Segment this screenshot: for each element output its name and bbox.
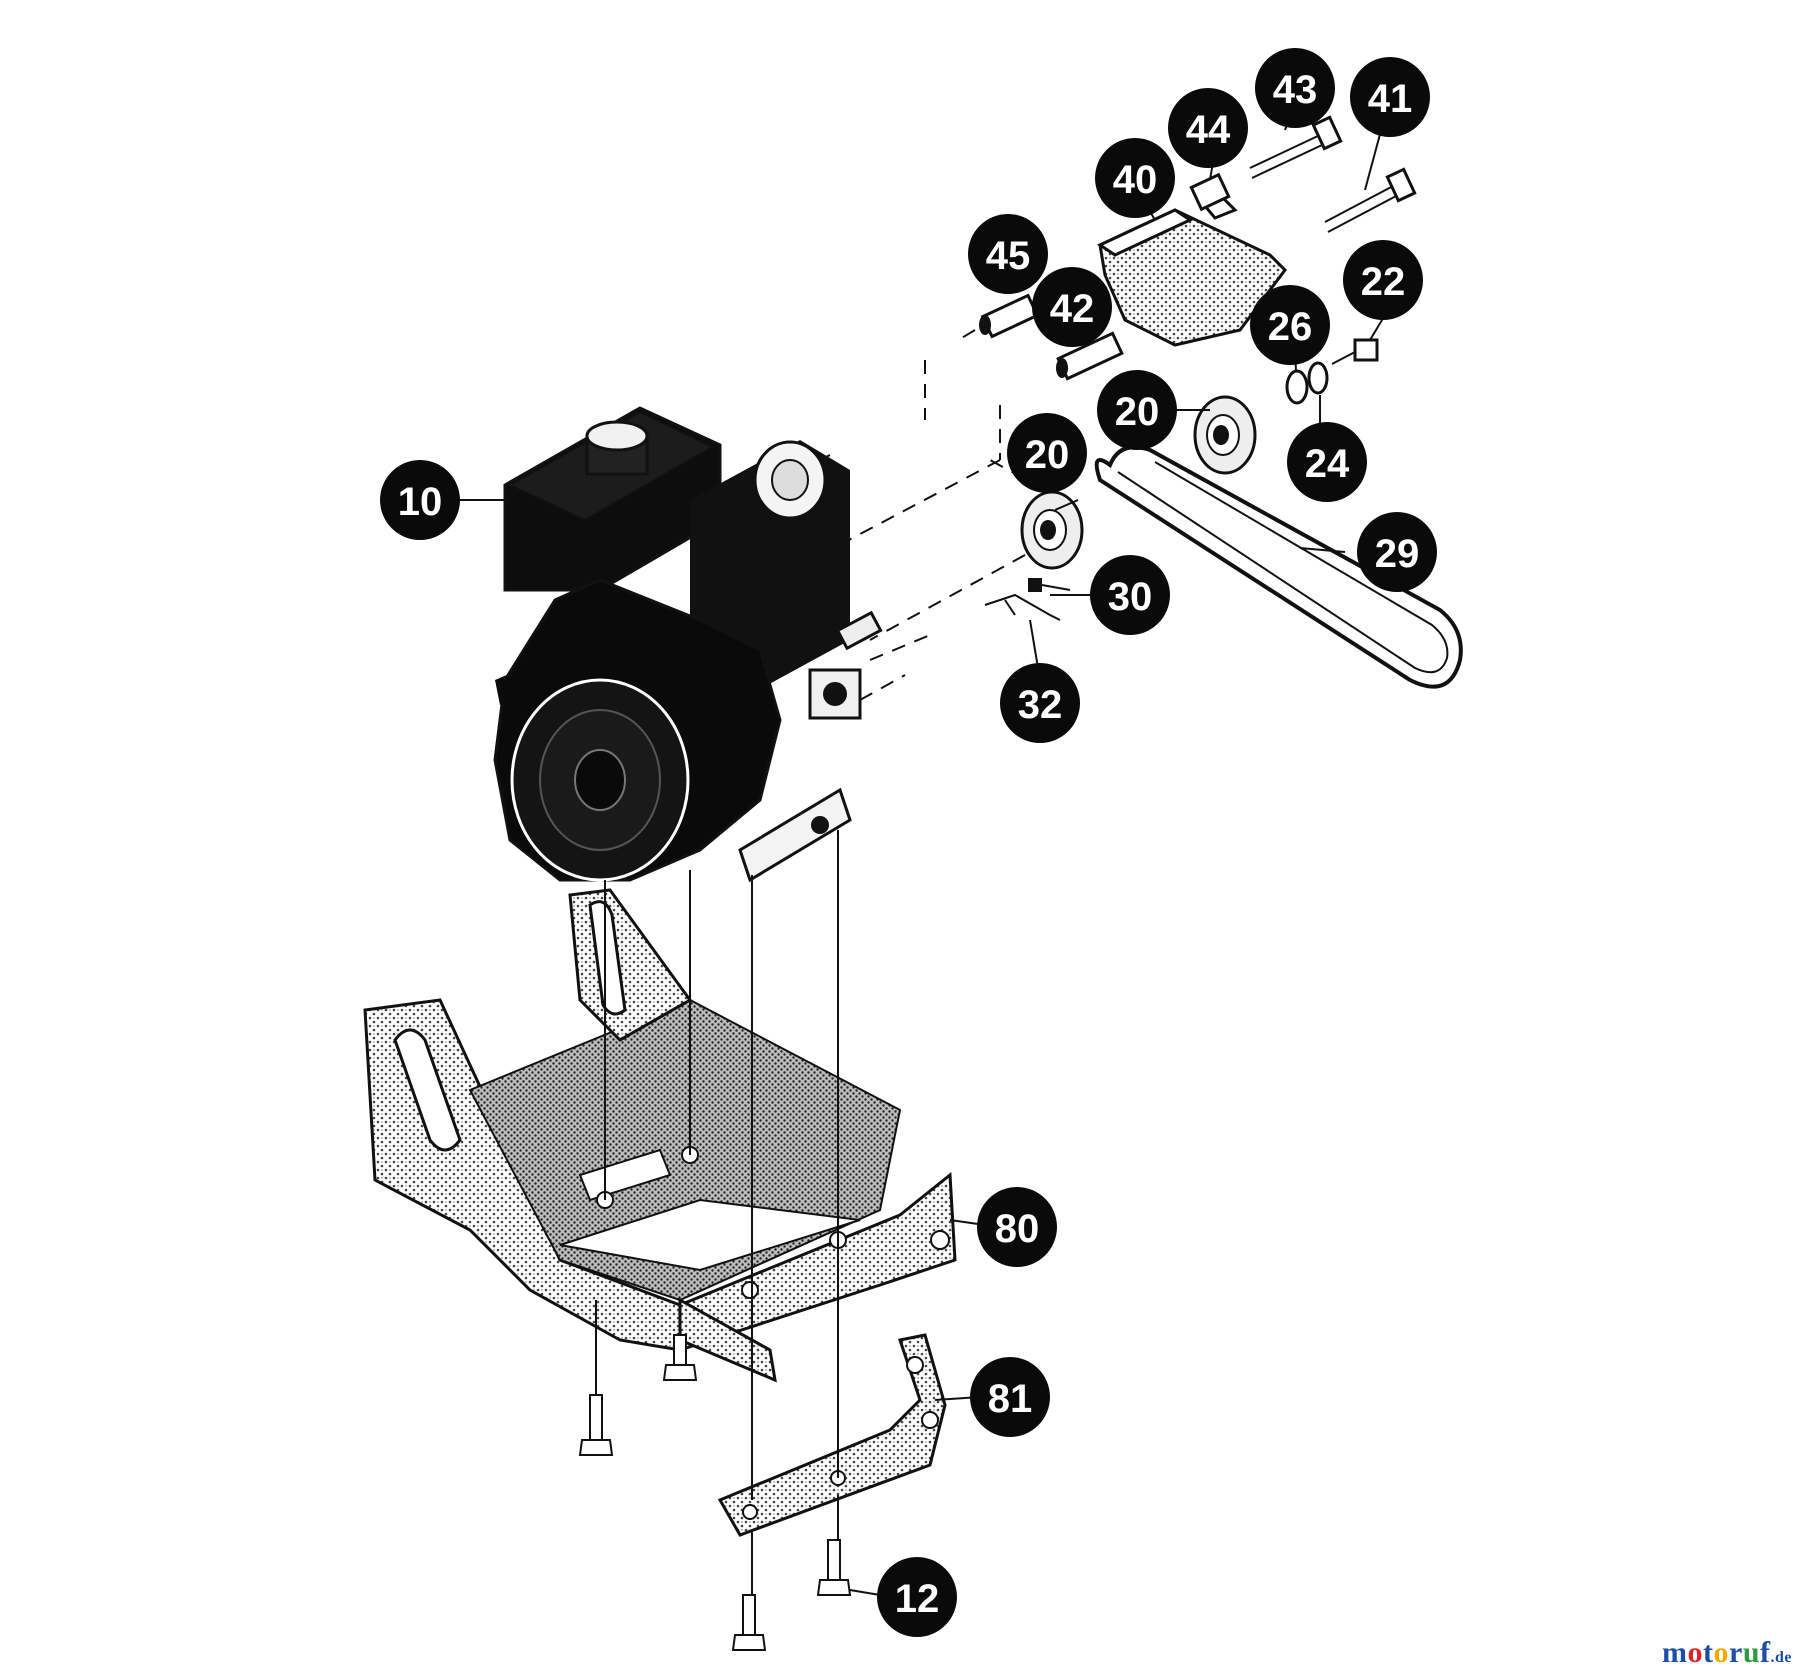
watermark-char: f <box>1760 1636 1771 1669</box>
svg-text:10: 10 <box>398 480 443 524</box>
callout-29: 29 <box>1357 512 1437 592</box>
callout-20-drive: 20 <box>1097 370 1177 450</box>
spacer-45 <box>979 293 1040 339</box>
callout-43: 43 <box>1255 48 1335 128</box>
bolt-43 <box>1249 115 1343 179</box>
watermark-char: u <box>1742 1636 1760 1669</box>
callout-10: 10 <box>380 460 460 540</box>
pin-32 <box>984 593 1061 621</box>
svg-text:26: 26 <box>1268 305 1313 349</box>
assembly-lines <box>595 830 839 1595</box>
watermark-char: t <box>1702 1636 1714 1669</box>
bracket-body <box>717 1333 947 1537</box>
svg-text:12: 12 <box>895 1577 940 1621</box>
callout-44: 44 <box>1168 88 1248 168</box>
svg-text:29: 29 <box>1375 532 1420 576</box>
watermark-char: m <box>1661 1636 1688 1669</box>
svg-text:24: 24 <box>1305 442 1350 486</box>
svg-text:40: 40 <box>1113 158 1158 202</box>
callout-42: 42 <box>1032 267 1112 347</box>
callout-22: 22 <box>1343 240 1423 320</box>
watermark-char: o <box>1713 1636 1729 1669</box>
callout-81: 81 <box>970 1357 1050 1437</box>
brand-watermark: motoruf.de <box>1662 1636 1792 1670</box>
engine-mount-block <box>738 787 852 883</box>
svg-text:44: 44 <box>1186 108 1231 152</box>
svg-text:45: 45 <box>986 234 1031 278</box>
bolt-left <box>578 1394 614 1456</box>
bolt-41 <box>1324 167 1417 233</box>
svg-text:81: 81 <box>988 1377 1033 1421</box>
base-plate <box>363 888 957 1383</box>
bolt-22 <box>1331 338 1379 365</box>
callout-41: 41 <box>1350 57 1430 137</box>
spacer-42 <box>1056 331 1124 381</box>
pulley-20-drive <box>1193 395 1257 475</box>
svg-text:20: 20 <box>1025 433 1070 477</box>
callout-80: 80 <box>977 1187 1057 1267</box>
watermark-char: r <box>1728 1636 1743 1669</box>
svg-text:43: 43 <box>1273 68 1318 112</box>
alignment-dashes <box>829 329 1046 701</box>
engine <box>493 406 883 883</box>
callout-45: 45 <box>968 214 1048 294</box>
callout-26: 26 <box>1250 285 1330 365</box>
watermark-char: o <box>1687 1636 1703 1669</box>
svg-text:30: 30 <box>1108 575 1153 619</box>
svg-text:20: 20 <box>1115 390 1160 434</box>
washer-24 <box>1307 361 1329 395</box>
svg-text:41: 41 <box>1368 77 1413 121</box>
svg-text:32: 32 <box>1018 683 1063 727</box>
callouts: 10 12 20 20 22 24 26 29 <box>380 48 1437 1637</box>
bolt-bracket-right <box>816 1539 852 1596</box>
bolt-bracket-left <box>731 1594 767 1651</box>
belt-guard-body <box>1098 208 1287 347</box>
svg-text:22: 22 <box>1361 260 1406 304</box>
callout-12: 12 <box>877 1557 957 1637</box>
callout-40: 40 <box>1095 138 1175 218</box>
svg-text:42: 42 <box>1050 287 1095 331</box>
svg-text:80: 80 <box>995 1207 1040 1251</box>
watermark-tld: .de <box>1770 1649 1792 1666</box>
callout-30: 30 <box>1090 555 1170 635</box>
engine-pto-shaft <box>835 610 883 651</box>
bolt-center <box>662 1334 698 1381</box>
mount-bolts <box>578 1334 852 1651</box>
spacer-44 <box>1189 172 1231 212</box>
pulley-20-engine <box>1020 490 1084 570</box>
mounting-bracket <box>717 1333 947 1537</box>
callout-32: 32 <box>1000 663 1080 743</box>
callout-20-engine: 20 <box>1007 413 1087 493</box>
washer-26 <box>1285 369 1309 405</box>
callout-24: 24 <box>1287 422 1367 502</box>
screw-30 <box>1028 578 1071 592</box>
